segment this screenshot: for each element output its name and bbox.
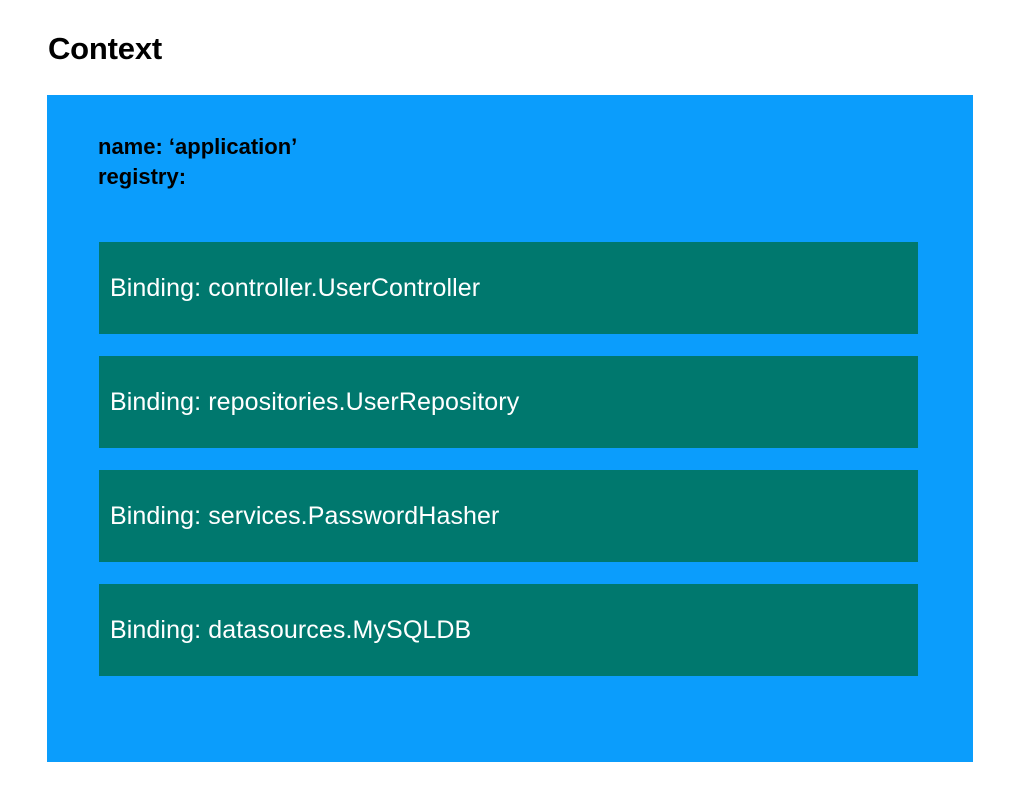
- context-name-line: name: ‘application’: [98, 134, 298, 159]
- binding-row: Binding: controller.UserController: [99, 242, 918, 334]
- page-title: Context: [48, 31, 162, 66]
- bindings-list: Binding: controller.UserController Bindi…: [99, 242, 918, 676]
- context-registry-line: registry:: [98, 164, 187, 189]
- context-container: name: ‘application’ registry: Binding: c…: [47, 95, 973, 762]
- binding-row: Binding: datasources.MySQLDB: [99, 584, 918, 676]
- binding-row: Binding: services.PasswordHasher: [99, 470, 918, 562]
- context-header: name: ‘application’ registry:: [98, 132, 297, 192]
- binding-label: Binding: datasources.MySQLDB: [110, 616, 472, 644]
- binding-label: Binding: repositories.UserRepository: [110, 388, 520, 416]
- binding-row: Binding: repositories.UserRepository: [99, 356, 918, 448]
- binding-label: Binding: controller.UserController: [110, 274, 481, 302]
- binding-label: Binding: services.PasswordHasher: [110, 502, 500, 530]
